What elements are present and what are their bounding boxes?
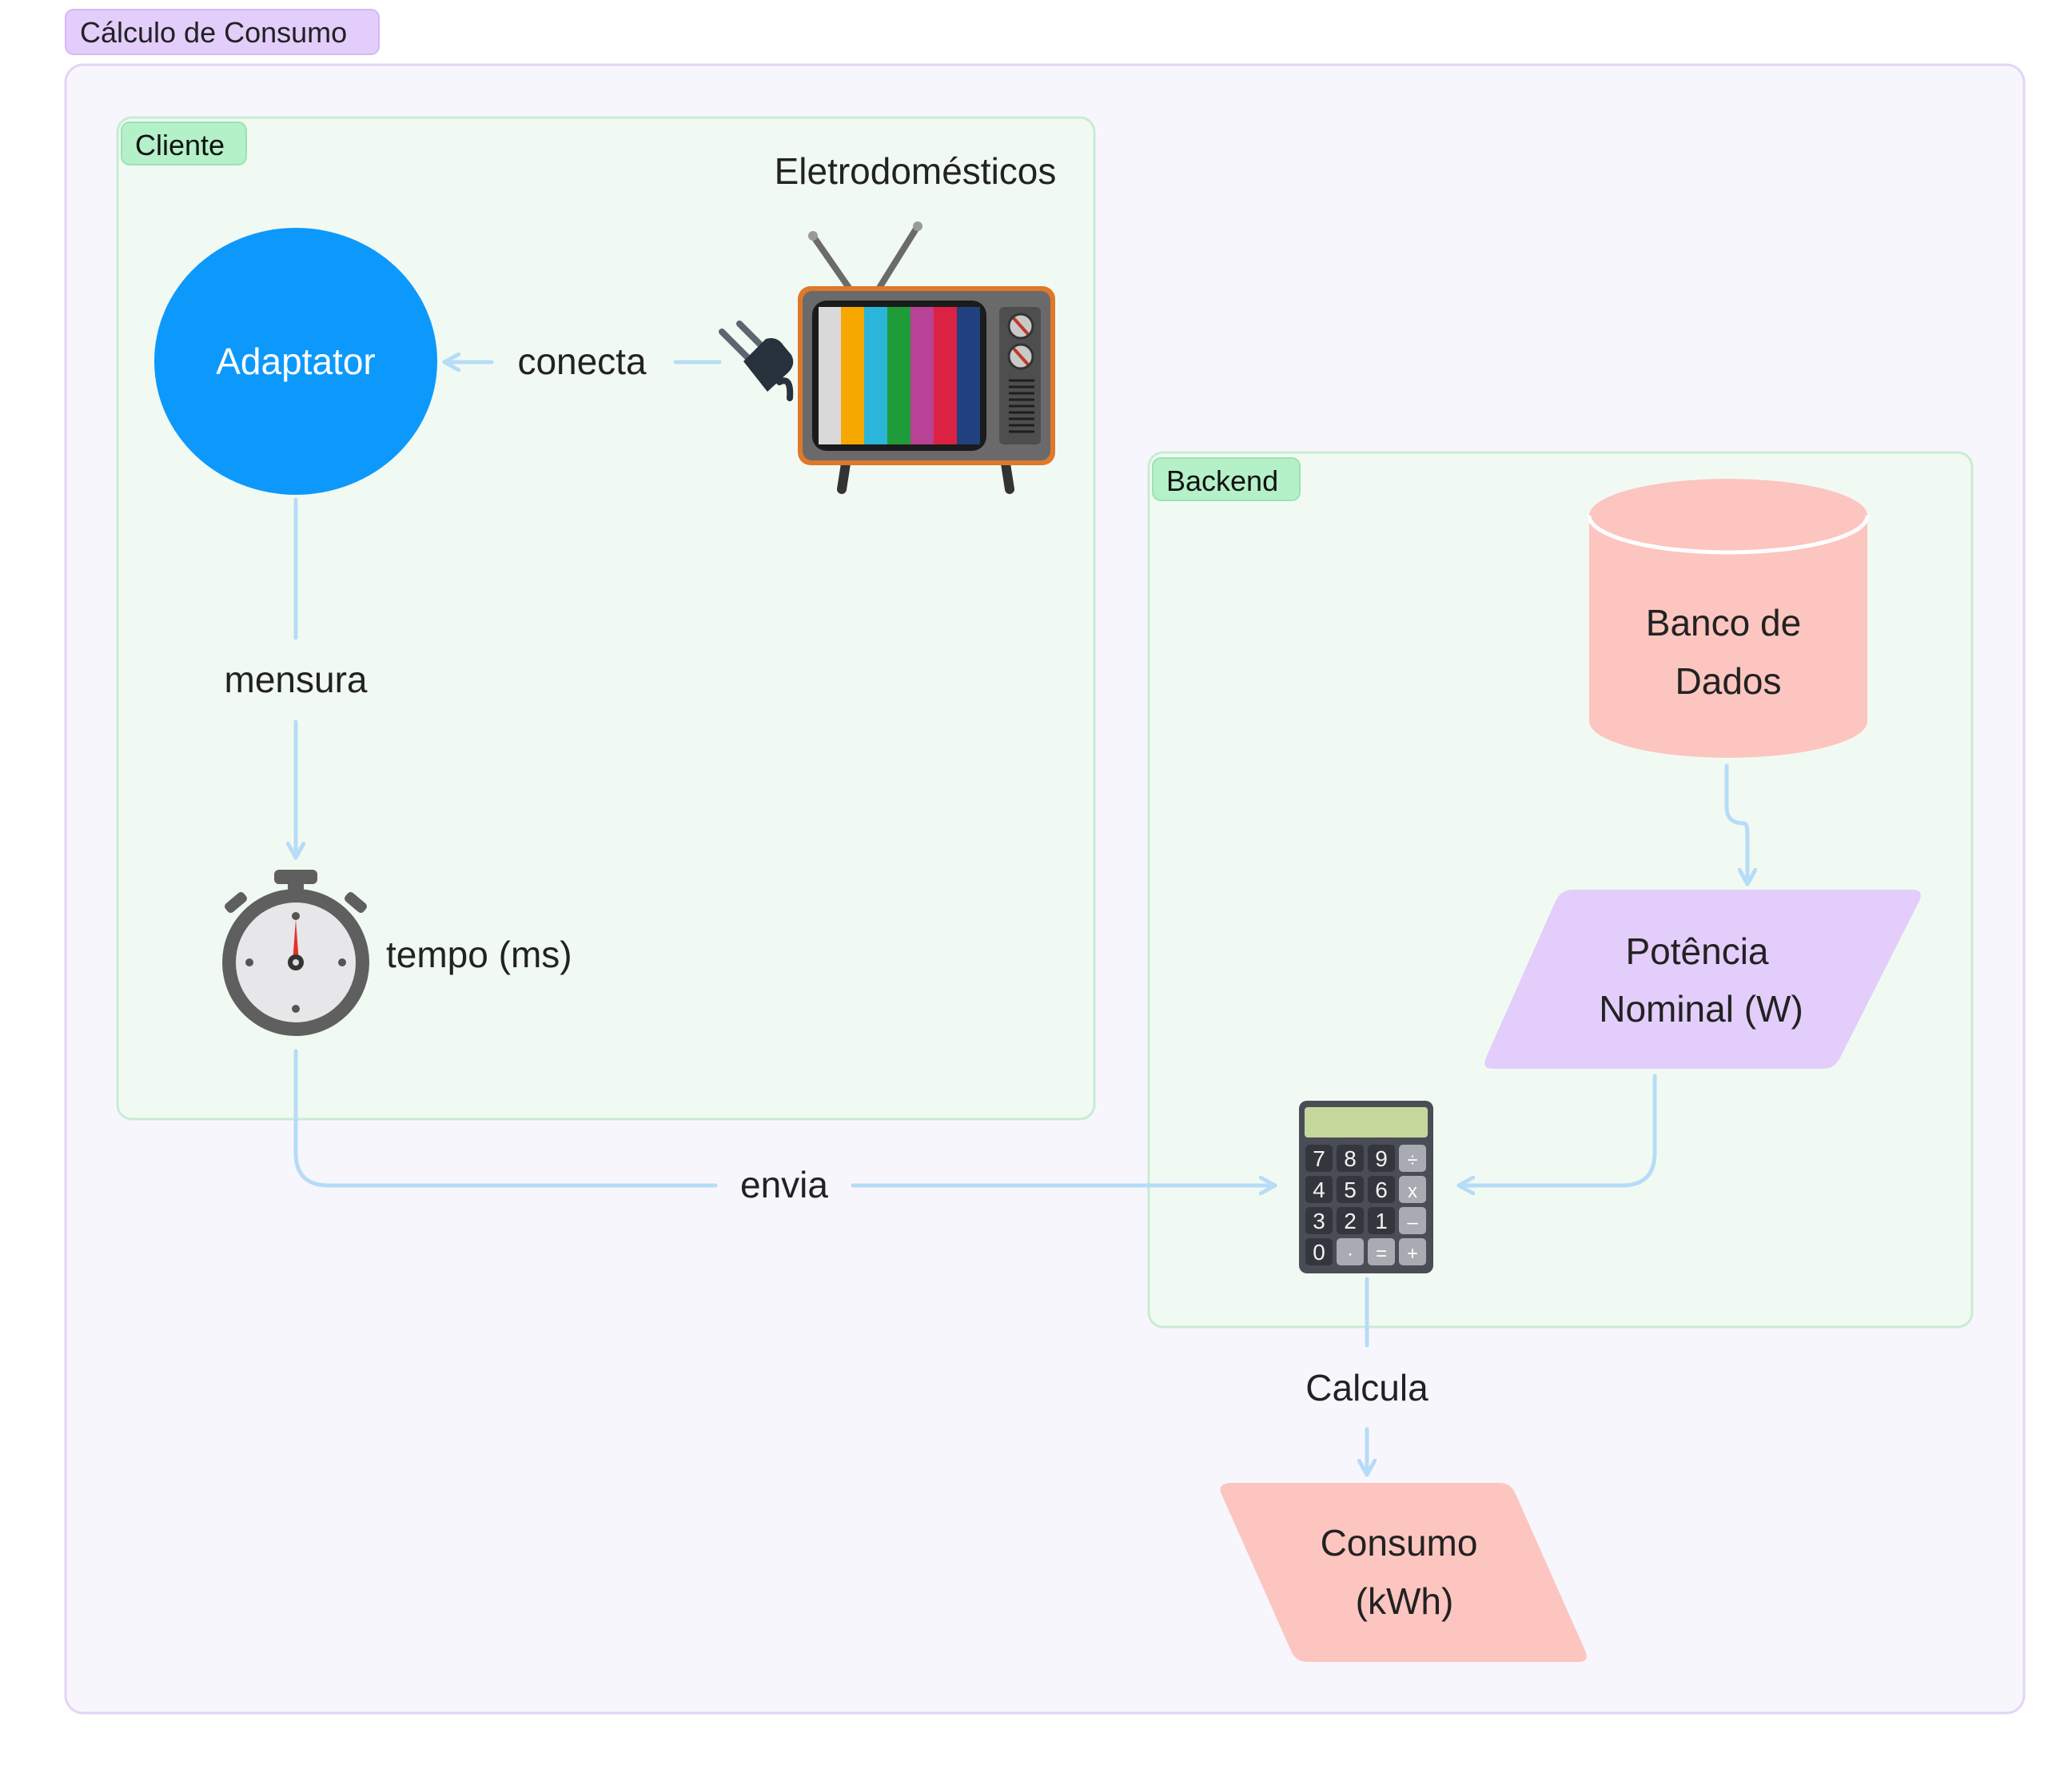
edge-label-conecta: conecta — [517, 341, 647, 382]
calculator-key-label: 5 — [1344, 1177, 1357, 1202]
calculator-key-label: 4 — [1313, 1177, 1325, 1202]
calculator-key-label: 2 — [1344, 1209, 1357, 1233]
tv-screen-bars — [819, 307, 980, 444]
group-label: Cliente — [135, 129, 225, 161]
edge-calcula[interactable]: Calcula — [1305, 1277, 1428, 1477]
edge-conecta[interactable]: conecta — [442, 341, 722, 382]
node-power[interactable]: Potência Nominal (W) — [1484, 890, 1921, 1069]
calculator-key-label: 0 — [1313, 1240, 1325, 1265]
stopwatch-icon — [222, 870, 369, 1036]
node-label-appliances: Eletrodomésticos — [775, 150, 1057, 192]
node-label-power: Nominal (W) — [1599, 988, 1803, 1030]
calculator-key-bg — [1368, 1145, 1395, 1172]
edge-power-to-calculator[interactable] — [1456, 1074, 1657, 1185]
node-database[interactable]: Banco de Dados — [1587, 479, 1870, 758]
node-label-consumption: (kWh) — [1356, 1580, 1454, 1622]
group-label-bg — [1152, 457, 1301, 501]
calculator-key-label: · — [1347, 1243, 1353, 1265]
node-label-adapter: Adaptator — [216, 341, 375, 382]
calculator-key-label: 6 — [1375, 1177, 1388, 1202]
calculator-key-label: – — [1407, 1212, 1418, 1233]
calculator-key-bg — [1337, 1207, 1364, 1234]
node-consumption[interactable]: Consumo (kWh) — [1220, 1483, 1587, 1662]
calculator-key-bg — [1368, 1176, 1395, 1203]
calculator-key-bg — [1399, 1145, 1426, 1172]
calculator-key-bg — [1305, 1207, 1333, 1234]
calculator-key-bg — [1337, 1145, 1364, 1172]
edge-db-to-power[interactable] — [1724, 763, 1747, 886]
node-label-power: Potência — [1625, 930, 1768, 972]
edge-mensura[interactable]: mensura — [225, 497, 368, 860]
calculator-key-bg — [1399, 1238, 1426, 1265]
group-label-bg — [121, 122, 247, 165]
node-adapter[interactable]: Adaptator — [154, 228, 437, 495]
node-label-consumption: Consumo — [1321, 1522, 1478, 1564]
calculator-key-bg — [1305, 1145, 1333, 1172]
calculator-key-bg — [1399, 1207, 1426, 1234]
edge-label-calcula: Calcula — [1305, 1367, 1428, 1408]
calculator-key-label: x — [1408, 1181, 1417, 1202]
calculator-key-bg — [1368, 1207, 1395, 1234]
plug-icon — [719, 321, 794, 401]
node-label-database: Banco de — [1646, 602, 1801, 643]
calculator-key-bg — [1305, 1176, 1333, 1203]
calculator-key-bg — [1337, 1238, 1364, 1265]
tv-icon — [798, 221, 1055, 494]
calculator-key-bg — [1305, 1238, 1333, 1265]
group-label-bg — [65, 9, 380, 55]
calculator-key-label: + — [1407, 1243, 1418, 1265]
calculator-key-bg — [1337, 1176, 1364, 1203]
edge-label-envia: envia — [740, 1164, 828, 1205]
edge-envia[interactable]: envia — [293, 1049, 1277, 1205]
calculator-key-label: 3 — [1313, 1209, 1325, 1233]
calculator-key-bg — [1399, 1176, 1426, 1203]
calculator-key-label: 1 — [1375, 1209, 1388, 1233]
calculator-key-label: ÷ — [1407, 1149, 1417, 1171]
edge-label-mensura: mensura — [225, 659, 368, 700]
calculator-key-label: 8 — [1344, 1146, 1357, 1171]
group-label: Backend — [1166, 464, 1278, 497]
node-label-timer: tempo (ms) — [386, 934, 572, 975]
tv-speaker — [1009, 379, 1034, 433]
calculator-key-label: 7 — [1313, 1146, 1325, 1171]
calculator-key-label: 9 — [1375, 1146, 1388, 1171]
node-label-database: Dados — [1676, 660, 1782, 702]
calculator-key-label: = — [1376, 1243, 1387, 1265]
group-label: Cálculo de Consumo — [80, 16, 347, 49]
calculator-key-bg — [1368, 1238, 1395, 1265]
